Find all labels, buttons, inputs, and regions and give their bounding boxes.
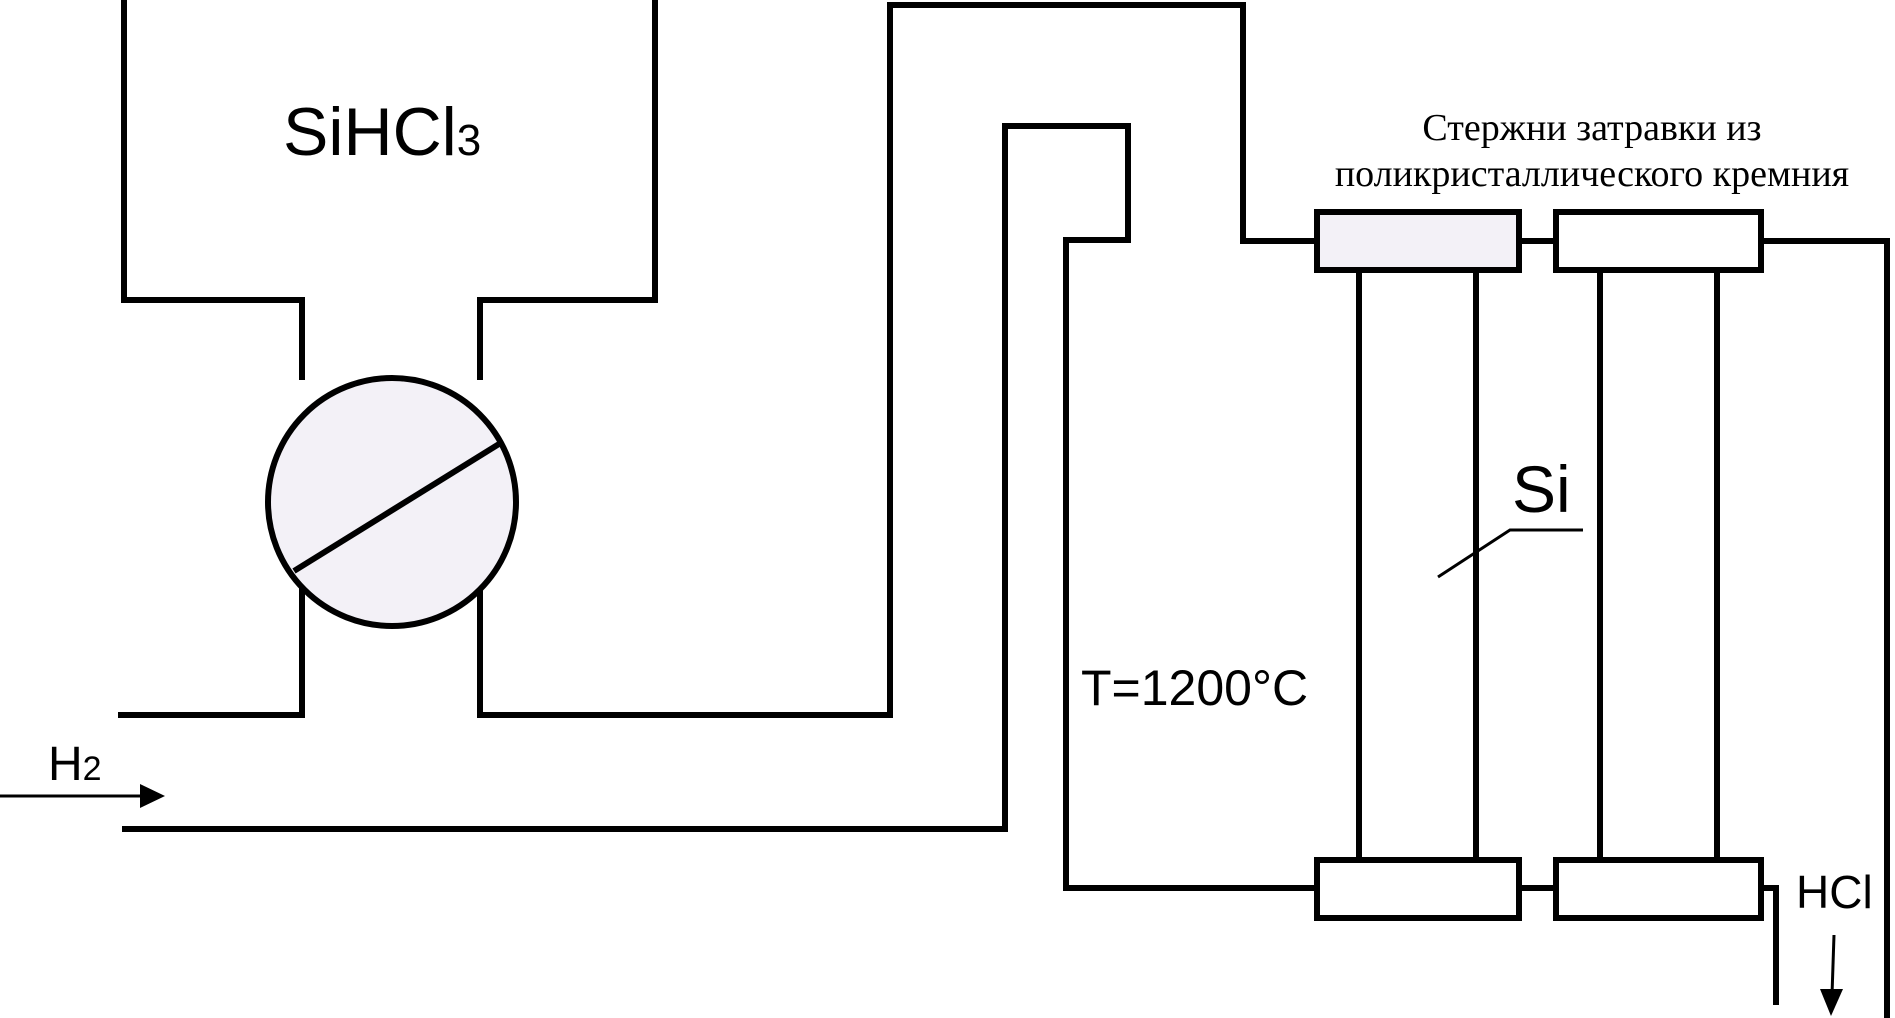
electrode-bottom-left — [1314, 857, 1522, 921]
hcl-outlet-pipe — [1761, 885, 1779, 1005]
sihcl3-tank — [121, 0, 658, 380]
silicon-leader-line — [1437, 528, 1583, 579]
seed-rods-caption-line1: Стержни затравки из — [1422, 107, 1761, 149]
hcl-arrow-head — [1820, 989, 1843, 1016]
tank-formula-label: SiHCl3 — [283, 94, 481, 170]
hcl-label: HCl — [1796, 866, 1873, 918]
valve-lower-left-pipe — [118, 580, 305, 718]
valve-body — [265, 375, 519, 629]
hcl-arrow-line — [1830, 934, 1836, 996]
hydrogen-arrow-head — [140, 784, 165, 808]
hydrogen-pipe — [122, 123, 1317, 891]
outlet-pipe-right — [1761, 238, 1890, 1018]
electrode-top-right — [1553, 209, 1764, 273]
valve-lower-right-pipe — [477, 2, 1317, 718]
seed-rods-caption-line2: поликристаллического кремния — [1335, 153, 1849, 195]
hydrogen-label: H2 — [48, 738, 102, 791]
electrode-bottom-right — [1553, 857, 1764, 921]
silicon-rod-right — [1597, 267, 1720, 863]
silicon-label: Si — [1512, 452, 1571, 526]
valve-plate — [292, 441, 501, 574]
temperature-label: T=1200°C — [1081, 660, 1308, 716]
electrode-top-left — [1314, 209, 1522, 273]
